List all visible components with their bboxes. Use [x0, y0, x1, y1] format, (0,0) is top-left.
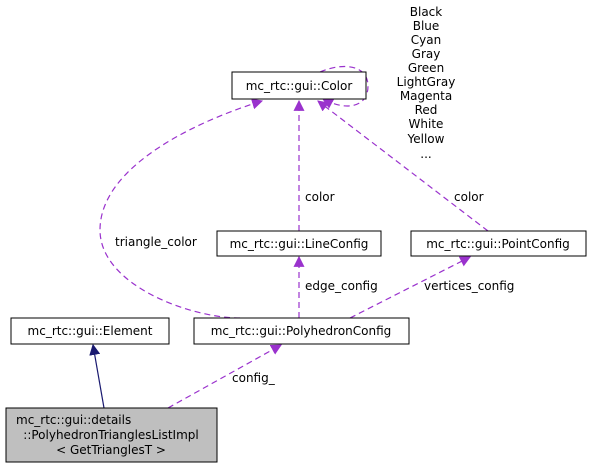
node-color[interactable]: mc_rtc::gui::Color [231, 71, 367, 100]
label-point-color: color [454, 190, 484, 204]
label-config: config_ [232, 371, 276, 385]
color-members-list: Black Blue Cyan Gray Green LightGray Mag… [397, 5, 456, 161]
color-member: Black [410, 5, 443, 19]
node-element-label: mc_rtc::gui::Element [28, 324, 153, 338]
edge-color-self [319, 65, 369, 109]
node-point-config-label: mc_rtc::gui::PointConfig [426, 237, 570, 251]
color-member: Magenta [400, 89, 452, 103]
label-triangle-color: triangle_color [115, 235, 197, 249]
color-member: Yellow [407, 132, 445, 146]
label-edge-config: edge_config [305, 279, 378, 293]
edge-inheritance-element [89, 343, 105, 409]
color-member: Cyan [411, 33, 441, 47]
color-member: White [409, 117, 444, 131]
edge-triangle-color [99, 98, 264, 319]
edge-vertices-config [349, 256, 471, 319]
node-main-class-line1: mc_rtc::gui::details [16, 413, 131, 427]
label-line-color: color [305, 190, 335, 204]
node-element[interactable]: mc_rtc::gui::Element [10, 317, 170, 345]
edge-point-config-to-color [317, 100, 489, 232]
color-member: Blue [413, 19, 440, 33]
node-line-config[interactable]: mc_rtc::gui::LineConfig [216, 230, 382, 257]
node-line-config-label: mc_rtc::gui::LineConfig [230, 237, 369, 251]
edge-config [167, 344, 282, 409]
node-color-label: mc_rtc::gui::Color [246, 79, 353, 93]
node-main-class[interactable]: mc_rtc::gui::details ::PolyhedronTriangl… [5, 407, 218, 463]
color-member: Gray [412, 47, 441, 61]
node-main-class-line2: ::PolyhedronTrianglesListImpl [23, 428, 198, 442]
color-member: Red [415, 103, 438, 117]
node-polyhedron-config-label: mc_rtc::gui::PolyhedronConfig [211, 324, 392, 338]
node-main-class-line3: < GetTrianglesT > [56, 443, 166, 457]
node-point-config[interactable]: mc_rtc::gui::PointConfig [410, 230, 587, 257]
node-polyhedron-config[interactable]: mc_rtc::gui::PolyhedronConfig [193, 317, 410, 345]
color-member: LightGray [397, 75, 456, 89]
color-member: ... [420, 147, 431, 161]
color-member: Green [408, 61, 444, 75]
label-vertices-config: vertices_config [424, 279, 514, 293]
